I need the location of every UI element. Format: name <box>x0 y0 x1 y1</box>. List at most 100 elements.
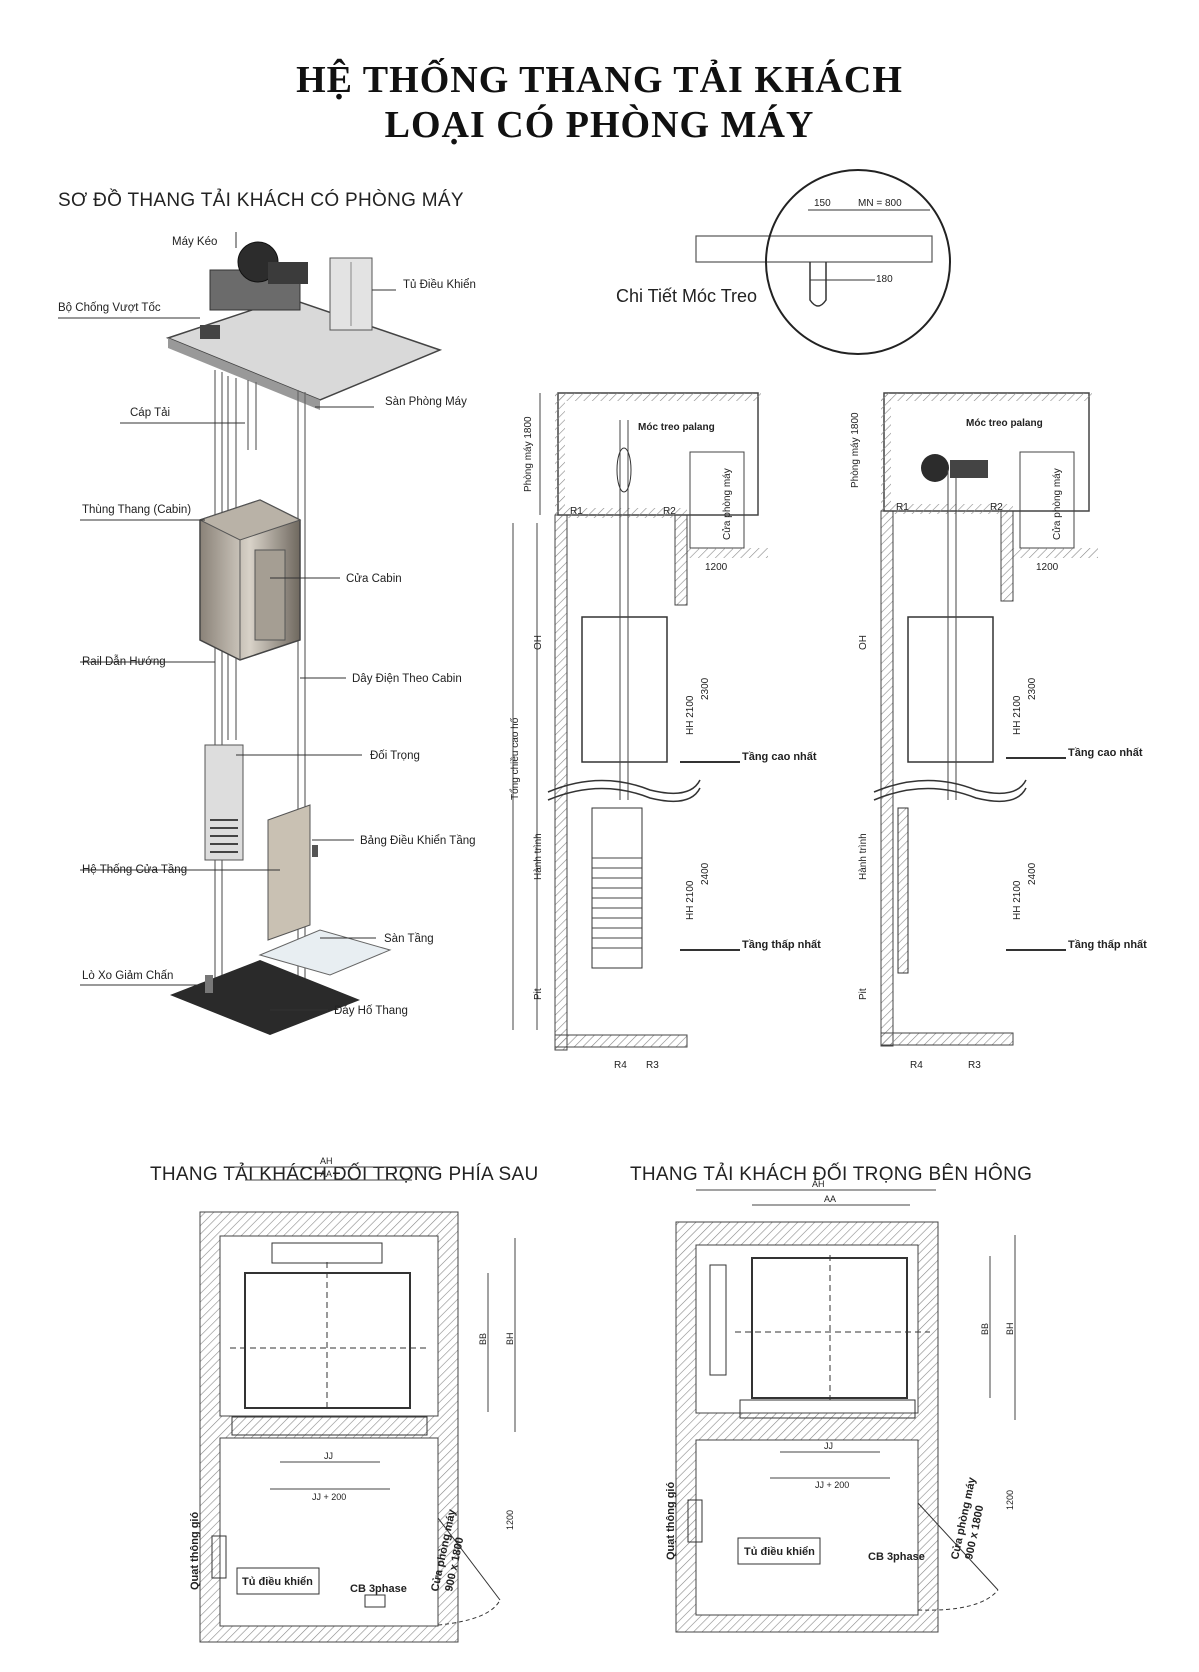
s2-hanh-trinh: Hành trình <box>858 833 869 880</box>
label-day-ho: Đáy Hố Thang <box>334 1005 408 1017</box>
iso-buffer <box>205 975 213 993</box>
iso-elevator-diagram: Máy Kéo Bộ Chống Vượt Tốc Tủ Điều Khiển … <box>58 232 476 1035</box>
hook-beam <box>695 235 933 263</box>
s2-cua-phong-may: Cửa phòng máy <box>1051 468 1063 540</box>
s2-oh: OH <box>858 635 869 650</box>
plan1-bb: BB <box>478 1333 488 1345</box>
s2-r2: R2 <box>990 502 1003 513</box>
s1-tong-chieu-cao: Tổng chiều cao hố <box>509 717 521 800</box>
plan1-cb-label: CB 3phase <box>350 1583 407 1595</box>
page-title-line2: LOẠI CÓ PHÒNG MÁY <box>384 104 815 146</box>
plan1-cb <box>364 1594 386 1608</box>
speed-governor <box>200 325 220 339</box>
plan1-fan <box>211 1535 227 1579</box>
iso-diagram-title: SƠ ĐỒ THANG TẢI KHÁCH CÓ PHÒNG MÁY <box>58 190 464 211</box>
label-cap-tai: Cáp Tải <box>130 407 170 419</box>
plan1-dim-1200: 1200 <box>505 1510 515 1530</box>
hook-detail: 150 MN = 800 180 Chi Tiết Móc Treo <box>616 169 951 355</box>
hook-dim-mn: MN = 800 <box>858 198 902 209</box>
label-thung-thang: Thùng Thang (Cabin) <box>82 504 191 516</box>
hook-dim-180: 180 <box>876 274 893 285</box>
plan2-ah: AH <box>812 1179 825 1189</box>
s2-hh-upper: HH 2100 <box>1012 695 1023 735</box>
s1-hh-upper: HH 2100 <box>685 695 696 735</box>
machine-room-slab <box>165 297 443 401</box>
section-view-rear: Móc treo palang Phòng máy 1800 Cửa phòng… <box>509 392 821 1071</box>
plan2-control-cabinet <box>737 1537 821 1565</box>
s2-r4: R4 <box>910 1060 923 1071</box>
s2-phong-may: Phòng máy 1800 <box>850 412 861 488</box>
label-bang-dieu-khien: Bảng Điều Khiển Tầng <box>360 835 476 847</box>
plan2-fan <box>687 1499 703 1543</box>
plan1-jj: JJ <box>324 1451 333 1461</box>
label-cua-cabin: Cửa Cabin <box>346 573 402 585</box>
plan1-ah: AH <box>320 1156 333 1166</box>
s1-pit: Pit <box>533 988 544 1000</box>
s2-r3: R3 <box>968 1060 981 1071</box>
plan1-jj200: JJ + 200 <box>312 1492 346 1502</box>
hook-shape <box>809 262 827 307</box>
page-title-line1: HỆ THỐNG THANG TẢI KHÁCH <box>296 59 903 101</box>
section2-counterweight <box>897 807 909 974</box>
plan1-control-cabinet <box>236 1567 320 1595</box>
plan1-counterweight <box>271 1242 383 1264</box>
s1-phong-may: Phòng máy 1800 <box>523 416 534 492</box>
s1-r3: R3 <box>646 1060 659 1071</box>
s1-moc-treo: Móc treo palang <box>638 422 715 433</box>
s2-tang-thap: Tầng thấp nhất <box>1068 939 1147 951</box>
plan2-jj200: JJ + 200 <box>815 1480 849 1490</box>
plan2-quat: Quạt thông gió <box>665 1482 677 1560</box>
machine-room-door <box>689 451 745 549</box>
plan2-cb-label: CB 3phase <box>868 1551 925 1563</box>
s1-r1: R1 <box>570 506 583 517</box>
motor <box>268 262 308 284</box>
s1-oh: OH <box>533 635 544 650</box>
plan-view-side: AH AA BB BH JJ JJ + 200 1200 Quạt thông … <box>665 1179 1016 1633</box>
s1-dim-2300: 2300 <box>700 677 711 700</box>
s1-dim-2400: 2400 <box>700 862 711 885</box>
s1-r4: R4 <box>614 1060 627 1071</box>
hook-detail-title: Chi Tiết Móc Treo <box>616 286 757 306</box>
label-san-phong-may: Sàn Phòng Máy <box>385 396 467 408</box>
label-rail: Rail Dẫn Hướng <box>82 655 166 668</box>
label-day-dien: Dây Điện Theo Cabin <box>352 673 462 685</box>
label-he-thong-cua: Hệ Thống Cửa Tầng <box>82 864 187 876</box>
iso-landing-door <box>267 804 311 941</box>
slab-edge <box>168 338 320 410</box>
label-san-tang: Sàn Tầng <box>384 933 434 945</box>
label-may-keo: Máy Kéo <box>172 236 217 248</box>
plan1-quat: Quạt thông gió <box>189 1512 201 1590</box>
s1-tang-thap: Tầng thấp nhất <box>742 939 821 951</box>
s1-hh-lower: HH 2100 <box>685 880 696 920</box>
s2-pit: Pit <box>858 988 869 1000</box>
s2-moc-treo: Móc treo palang <box>966 418 1043 429</box>
plan2-dim-1200: 1200 <box>1005 1490 1015 1510</box>
s1-cua-phong-may: Cửa phòng máy <box>721 468 733 540</box>
section1-cabin <box>581 616 668 763</box>
s2-r1: R1 <box>896 502 909 513</box>
section-view-side: Móc treo palang Phòng máy 1800 Cửa phòng… <box>850 392 1147 1071</box>
s1-tang-cao: Tầng cao nhất <box>742 751 817 763</box>
plan1-tu: Tủ điều khiển <box>242 1576 313 1588</box>
hook-detail-circle <box>765 169 951 355</box>
s2-dim-1200: 1200 <box>1036 562 1059 573</box>
iso-hall-button <box>312 845 318 857</box>
s2-tang-cao: Tầng cao nhất <box>1068 747 1143 759</box>
section2-cabin <box>907 616 994 763</box>
s2-hh-lower: HH 2100 <box>1012 880 1023 920</box>
s1-dim-1200: 1200 <box>705 562 728 573</box>
plan2-counterweight <box>709 1264 727 1376</box>
section2-motor <box>950 460 988 478</box>
plan2-bh: BH <box>1005 1322 1015 1335</box>
plan1-aa: AA <box>320 1169 332 1179</box>
label-doi-trong: Đối Trọng <box>370 750 420 762</box>
label-tu-dieu-khien: Tủ Điều Khiển <box>403 279 476 291</box>
plan2-jj: JJ <box>824 1441 833 1451</box>
s2-dim-2300: 2300 <box>1027 677 1038 700</box>
hook-dim-150: 150 <box>814 198 831 209</box>
iso-counterweight <box>204 744 244 861</box>
plan2-bb: BB <box>980 1323 990 1335</box>
side-plan-title: THANG TẢI KHÁCH ĐỐI TRỌNG BÊN HÔNG <box>630 1164 1033 1185</box>
label-bo-chong-vuot-toc: Bộ Chống Vượt Tốc <box>58 302 161 314</box>
